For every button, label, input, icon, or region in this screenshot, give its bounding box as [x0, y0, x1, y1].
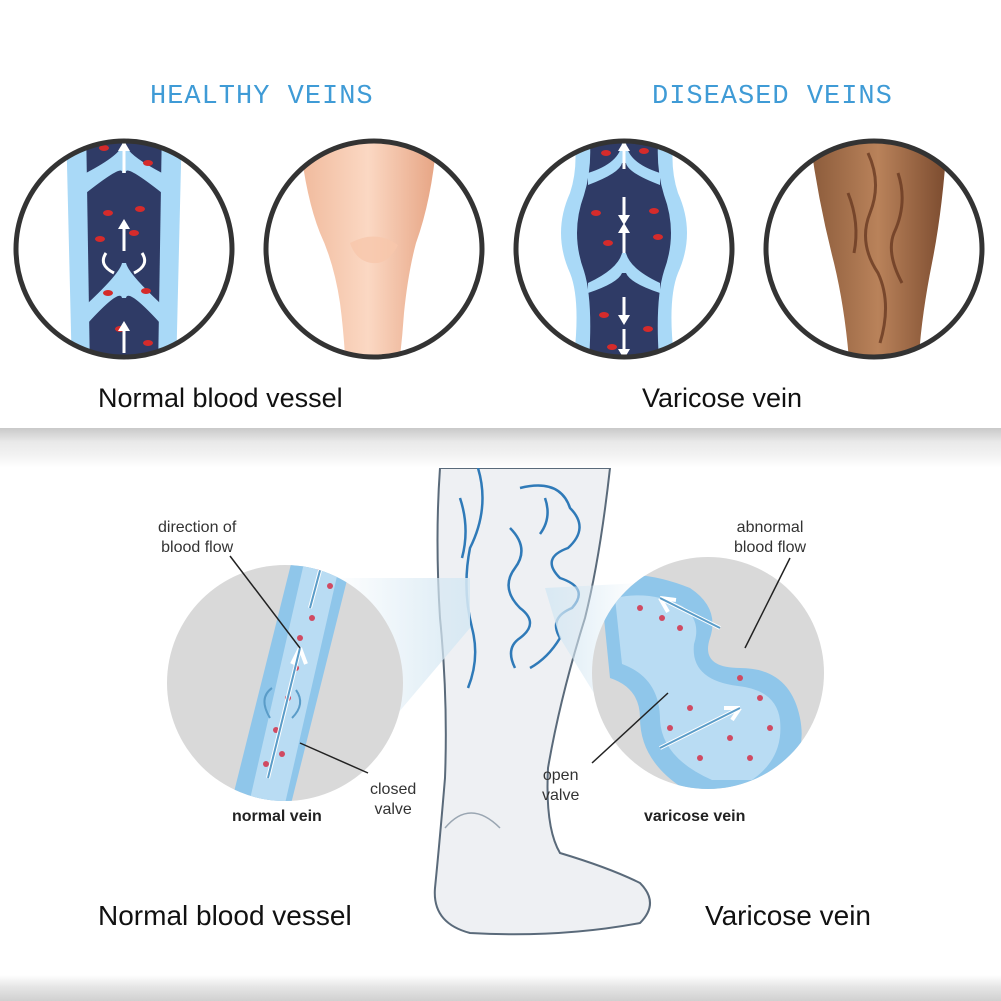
abnormal-flow-label-line1: abnormal: [736, 519, 804, 536]
normal-vein-label: normal vein: [232, 808, 322, 825]
direction-flow-label-line2: blood flow: [161, 539, 234, 556]
diseased-leg-photo: [763, 138, 985, 360]
healthy-caption-top: Normal blood vessel: [98, 383, 343, 413]
bottom-divider: [0, 975, 1001, 1001]
diseased-vein-illustration: [513, 138, 735, 360]
closed-valve-label-line1: closed: [370, 781, 417, 798]
healthy-vein-illustration: [13, 138, 235, 360]
closed-valve-label: closed valve: [370, 780, 416, 820]
section-divider: [0, 428, 1001, 468]
healthy-leg-photo: [263, 138, 485, 360]
healthy-veins-title: HEALTHY VEINS: [150, 82, 374, 112]
open-valve-label-line2: valve: [542, 787, 580, 804]
healthy-caption-bottom: Normal blood vessel: [98, 900, 352, 931]
diseased-veins-title: DISEASED VEINS: [652, 82, 893, 112]
direction-flow-label-line1: direction of: [158, 519, 237, 536]
direction-flow-label: direction of blood flow: [158, 518, 236, 558]
closed-valve-label-line2: valve: [374, 801, 412, 818]
open-valve-label-line1: open: [542, 767, 579, 784]
diseased-caption-bottom: Varicose vein: [705, 900, 872, 931]
abnormal-flow-label-line2: blood flow: [734, 539, 807, 556]
leg-vein-diagram: [167, 468, 824, 936]
abnormal-flow-label: abnormal blood flow: [734, 518, 806, 558]
diseased-caption-top: Varicose vein: [642, 383, 803, 413]
varicose-vein-label: varicose vein: [644, 808, 746, 825]
open-valve-label: open valve: [542, 766, 579, 806]
